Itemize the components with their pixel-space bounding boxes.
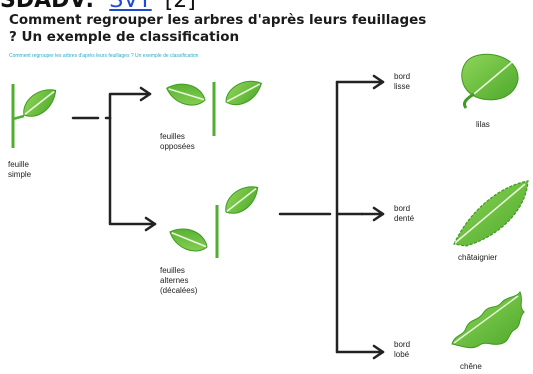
chataignier-leaf-icon: [453, 180, 529, 247]
simple-leaf-icon: [11, 82, 63, 148]
diagram-subtitle: Comment regrouper les arbres d'après leu…: [9, 53, 199, 59]
page-header: SDADV: SVT [2]: [0, 0, 196, 13]
header-prefix: SDADV:: [0, 0, 95, 13]
label-bord-lobe: bord lobé: [394, 340, 411, 359]
label-bord-dente: bord denté: [394, 204, 415, 223]
header-ref: [2]: [164, 0, 196, 13]
chene-leaf-icon: [451, 290, 525, 349]
label-bord-lisse: bord lisse: [394, 72, 411, 91]
label-feuille-simple: feuille simple: [8, 160, 32, 179]
opposite-leaves-icon: [162, 74, 267, 136]
branch-arrow-1: [71, 86, 157, 232]
alternate-leaves-icon: [165, 179, 265, 258]
label-feuilles-alternes: feuilles alternes (décalées): [160, 266, 198, 295]
tree-label-chene: chêne: [460, 362, 482, 371]
diagram-title: Comment regrouper les arbres d'après leu…: [9, 12, 427, 45]
label-feuilles-opposees: feuilles opposées: [160, 132, 195, 151]
tree-label-lilas: lilas: [476, 120, 490, 129]
branch-arrow-2: [278, 74, 385, 360]
lilas-leaf-icon: [461, 53, 519, 109]
header-link[interactable]: SVT: [109, 0, 152, 13]
tree-label-chataignier: châtaignier: [458, 253, 498, 262]
